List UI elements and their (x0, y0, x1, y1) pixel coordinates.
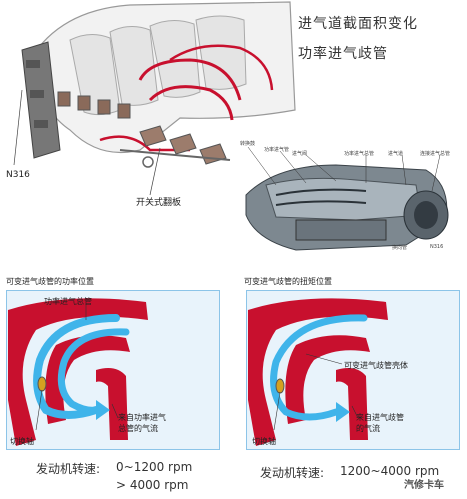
right-panel-title: 可变进气歧管的扭矩位置 (244, 277, 332, 286)
label-switching-flap: 开关式翻板 (136, 198, 182, 208)
left-panel-diagram (8, 298, 148, 446)
right-label-flow-2: 的气流 (356, 424, 380, 433)
right-rpm-range: 1200~4000 rpm (340, 464, 440, 478)
watermark: 汽修卡车 (404, 480, 444, 491)
photo-label-5: 连接进气总管 (420, 151, 451, 157)
engine-intake-photo (236, 125, 464, 265)
right-rpm-prefix: 发动机转速: (260, 466, 325, 480)
left-rpm-range-1: 0~1200 rpm (116, 460, 193, 474)
left-rpm-prefix: 发动机转速: (36, 462, 101, 476)
left-rpm-range-2: > 4000 rpm (116, 478, 189, 492)
photo-label-1: 功率进气管 (264, 147, 290, 153)
left-label-manifold: 功率进气总管 (44, 297, 92, 306)
left-label-shaft: 切换轴 (10, 437, 34, 446)
left-label-flow-1: 来自功率进气 (118, 413, 166, 422)
left-panel-title: 可变进气歧管的功率位置 (6, 277, 94, 286)
photo-label-0: 转换鼓 (240, 141, 256, 147)
photo-label-2: 进气阀 (292, 151, 308, 157)
header-title-line2: 功率进气歧管 (298, 46, 388, 62)
photo-label-7: N316 (430, 244, 444, 250)
label-n316: N316 (6, 170, 30, 180)
manifold-cutaway-illustration (13, 1, 296, 196)
right-panel-diagram (248, 298, 388, 446)
photo-label-4: 进气道 (388, 151, 404, 157)
header-title-line1: 进气道截面积变化 (298, 16, 418, 32)
left-label-flow-2: 总管的气流 (118, 424, 158, 433)
right-label-housing: 可变进气歧管壳体 (344, 361, 408, 370)
right-label-flow-1: 来自进气歧管 (356, 413, 404, 422)
photo-label-3: 功率进气总管 (344, 151, 375, 157)
right-label-shaft: 切换轴 (252, 437, 276, 446)
photo-label-6: 换向管 (392, 245, 408, 251)
